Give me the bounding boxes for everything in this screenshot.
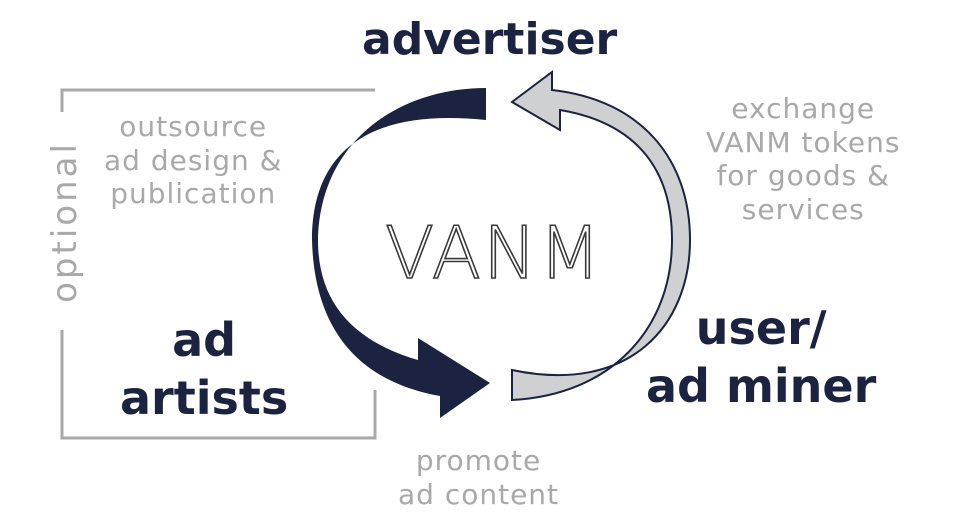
- promote-label: promote ad content: [398, 444, 559, 511]
- exchange-line-1: exchange: [731, 92, 876, 125]
- promote-line-2: ad content: [398, 477, 560, 511]
- ad-artists-label: ad artists: [120, 312, 288, 427]
- optional-label: optional: [45, 141, 85, 303]
- outsource-line-1: outsource: [119, 110, 268, 143]
- user-line-2: ad miner: [646, 358, 877, 413]
- outsource-line-3: publication: [110, 177, 277, 211]
- optional-bracket: [60, 88, 377, 440]
- center-logo: VANM: [385, 211, 603, 295]
- dark-cycle-arrow: [312, 88, 490, 418]
- promote-line-1: promote: [415, 444, 542, 477]
- exchange-line-3: for goods &: [716, 159, 890, 193]
- ad-artists-line-1: ad: [172, 313, 237, 367]
- outsource-label: outsource ad design & publication: [104, 110, 282, 211]
- light-cycle-arrow: [510, 70, 692, 402]
- ad-artists-line-2: artists: [120, 370, 289, 425]
- outsource-line-2: ad design &: [104, 143, 283, 177]
- user-line-1: user/: [695, 301, 827, 355]
- advertiser-label: advertiser: [362, 14, 618, 65]
- exchange-line-4: services: [741, 192, 865, 226]
- exchange-line-2: VANM tokens: [706, 125, 901, 159]
- exchange-label: exchange VANM tokens for goods & service…: [706, 92, 900, 226]
- user-label: user/ ad miner: [646, 300, 876, 415]
